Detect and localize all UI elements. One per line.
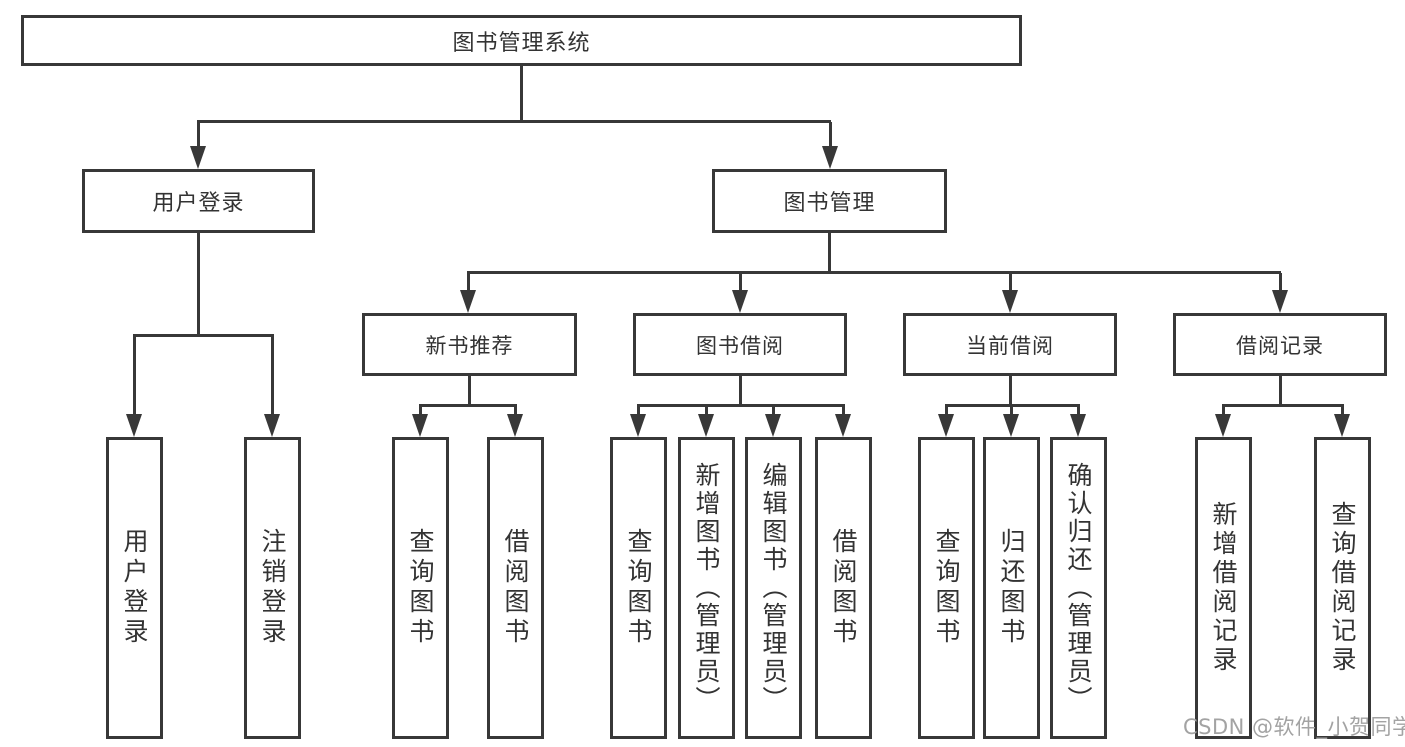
leaf-edit-books-admin: 编辑图书（管理员） [745, 437, 802, 739]
node-current-borrowing: 当前借阅 [903, 313, 1117, 376]
node-label: 图书借阅 [696, 333, 784, 358]
leaf-confirm-return-admin: 确认归还（管理员） [1050, 437, 1107, 739]
node-label: 当前借阅 [966, 333, 1054, 358]
node-label: 借阅记录 [1236, 333, 1324, 358]
leaf-query-books-1: 查询图书 [392, 437, 449, 739]
arrow-down-icon [190, 122, 206, 169]
leaf-label: 用户登录 [120, 528, 149, 648]
node-label: 用户登录 [152, 191, 245, 216]
connector-book-borrow-stem [739, 376, 742, 407]
leaf-query-books-3: 查询图书 [918, 437, 975, 739]
leaf-add-books-admin: 新增图书（管理员） [678, 437, 735, 739]
arrow-down-icon [630, 406, 646, 437]
leaf-add-borrow-record: 新增借阅记录 [1195, 437, 1252, 739]
watermark: CSDN @软件_小贺同学 [1183, 715, 1405, 739]
arrow-down-icon [698, 406, 714, 437]
node-new-book-recommend: 新书推荐 [362, 313, 577, 376]
node-label: 图书管理系统 [452, 30, 591, 56]
connector-root-stem [520, 66, 523, 123]
node-borrow-records: 借阅记录 [1173, 313, 1387, 376]
connector-new-books-stem [468, 376, 471, 407]
leaf-label: 编辑图书（管理员） [759, 462, 788, 714]
arrow-down-icon [412, 406, 428, 437]
leaf-logout: 注销登录 [244, 437, 301, 739]
node-book-management: 图书管理 [712, 169, 947, 233]
leaf-query-borrow-record: 查询借阅记录 [1314, 437, 1371, 739]
connector-user-login-bar [133, 334, 274, 337]
node-label: 图书管理 [783, 191, 876, 216]
leaf-borrow-books-2: 借阅图书 [815, 437, 872, 739]
connector-current-borrow-stem [1009, 376, 1012, 407]
leaf-label: 查询借阅记录 [1328, 501, 1357, 675]
node-book-borrowing: 图书借阅 [633, 313, 847, 376]
arrow-down-icon [1215, 406, 1231, 437]
connector-book-mgmt-stem [828, 232, 831, 274]
connector-book-mgmt-bar [467, 271, 1281, 274]
leaf-label: 注销登录 [258, 528, 287, 648]
arrow-down-icon [1334, 406, 1350, 437]
leaf-label: 查询图书 [932, 528, 961, 648]
arrow-down-icon [507, 406, 523, 437]
connector-new-books-bar [419, 404, 517, 407]
leaf-label: 查询图书 [624, 528, 653, 648]
arrow-down-icon [835, 406, 851, 437]
node-user-login: 用户登录 [82, 169, 315, 233]
arrow-down-icon [938, 406, 954, 437]
arrow-down-icon [1272, 273, 1288, 313]
leaf-label: 借阅图书 [501, 528, 530, 648]
arrow-down-icon [264, 336, 280, 437]
node-library-management-system: 图书管理系统 [21, 15, 1022, 66]
arrow-down-icon [822, 122, 838, 169]
connector-root-bar [197, 120, 831, 123]
node-label: 新书推荐 [425, 333, 514, 358]
connector-borrow-records-bar [1222, 404, 1344, 407]
leaf-label: 借阅图书 [829, 528, 858, 648]
leaf-label: 新增图书（管理员） [692, 462, 721, 714]
leaf-label: 确认归还（管理员） [1064, 462, 1093, 714]
arrow-down-icon [1003, 406, 1019, 437]
leaf-borrow-books-1: 借阅图书 [487, 437, 544, 739]
connector-borrow-records-stem [1279, 376, 1282, 407]
leaf-user-login: 用户登录 [106, 437, 163, 739]
leaf-label: 归还图书 [997, 528, 1026, 648]
arrow-down-icon [1070, 406, 1086, 437]
arrow-down-icon [765, 406, 781, 437]
connector-current-borrow-bar [945, 404, 1080, 407]
arrow-down-icon [732, 273, 748, 313]
leaf-return-books: 归还图书 [983, 437, 1040, 739]
connector-user-login-stem [197, 232, 200, 337]
connector-book-borrow-bar [637, 404, 845, 407]
leaf-label: 新增借阅记录 [1209, 501, 1238, 675]
leaf-label: 查询图书 [406, 528, 435, 648]
leaf-query-books-2: 查询图书 [610, 437, 667, 739]
arrow-down-icon [460, 273, 476, 313]
arrow-down-icon [1002, 273, 1018, 313]
arrow-down-icon [126, 336, 142, 437]
